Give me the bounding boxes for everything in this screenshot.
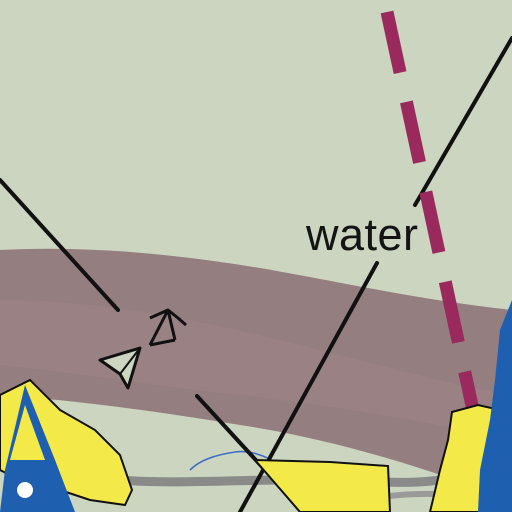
aircraft-icon[interactable] (98, 346, 142, 390)
radio-tower-icon[interactable] (148, 308, 187, 347)
stream-line (189, 450, 276, 471)
airport-badge-icon[interactable] (0, 385, 75, 512)
road-line-center (195, 394, 267, 472)
road-line-upper-right (413, 36, 512, 207)
terrain-band (0, 248, 512, 500)
water-label: water (306, 209, 419, 260)
terrain-band-shade (0, 300, 512, 440)
water-strip (478, 300, 512, 512)
highlight-area-center (252, 458, 392, 512)
road-line-left (0, 178, 120, 312)
